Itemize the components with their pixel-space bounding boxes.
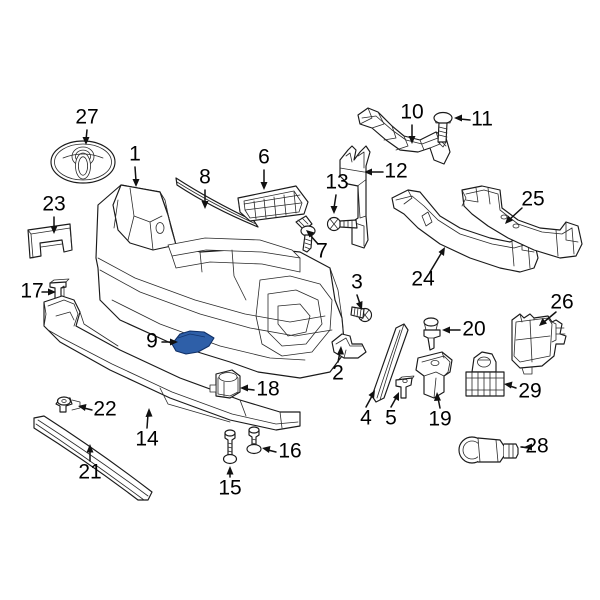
part-bumper-cover-trim-retainer-highlighted: [171, 330, 215, 355]
part-front-bumper-cover: [95, 184, 346, 379]
callout-3[interactable]: 3: [351, 271, 363, 294]
part-bolt-15: [222, 429, 238, 465]
callout-24[interactable]: 24: [411, 268, 435, 291]
callout-23[interactable]: 23: [42, 193, 65, 216]
part-sensor-retainer-ring: [465, 351, 505, 397]
part-toyota-emblem: [50, 140, 116, 184]
part-bolt-11: [433, 111, 453, 148]
part-bracket-23: [27, 223, 73, 259]
part-air-duct-upper: [357, 107, 451, 165]
callout-4[interactable]: 4: [360, 407, 372, 430]
callout-12[interactable]: 12: [384, 160, 407, 183]
part-bracket-19: [415, 351, 453, 399]
part-push-pin-20: [423, 317, 441, 351]
callout-7[interactable]: 7: [316, 240, 328, 263]
callout-6[interactable]: 6: [258, 146, 270, 169]
callout-16[interactable]: 16: [278, 440, 301, 463]
part-clip-22: [55, 396, 81, 413]
part-molding-strip-curved: [371, 323, 409, 403]
callout-26[interactable]: 26: [550, 291, 573, 314]
part-screw-bolt-13: [326, 216, 358, 232]
callout-18[interactable]: 18: [256, 378, 279, 401]
callout-21[interactable]: 21: [78, 461, 101, 484]
callout-1[interactable]: 1: [129, 143, 141, 166]
part-sensor-control-module: [511, 313, 567, 375]
part-bolt-16: [246, 426, 262, 455]
part-lower-valance-spoiler: [43, 295, 301, 431]
part-retainer-clip-5: [395, 375, 415, 399]
callout-25[interactable]: 25: [521, 188, 544, 211]
callout-27[interactable]: 27: [75, 106, 98, 129]
callout-20[interactable]: 20: [462, 318, 485, 341]
part-support-bracket-vertical: [339, 145, 371, 249]
part-clip-17: [49, 278, 70, 300]
callout-5[interactable]: 5: [385, 407, 397, 430]
part-lower-trim-molding: [33, 415, 153, 501]
callout-9[interactable]: 9: [146, 330, 158, 353]
leader-lines: [41, 114, 557, 478]
callout-15[interactable]: 15: [218, 477, 241, 500]
callout-number-labels: 27 1 23 17 8 6 7 9 10 11 12 13 25 24 3 2…: [20, 101, 573, 500]
callout-8[interactable]: 8: [199, 166, 211, 189]
part-retainer-18: [209, 369, 241, 399]
part-grille-mesh-insert: [237, 185, 309, 222]
callout-28[interactable]: 28: [525, 435, 548, 458]
callout-19[interactable]: 19: [428, 408, 451, 431]
callout-29[interactable]: 29: [518, 380, 541, 403]
part-parking-sensor: [458, 436, 519, 464]
callout-11[interactable]: 11: [471, 108, 493, 131]
callout-17[interactable]: 17: [20, 280, 43, 303]
callout-14[interactable]: 14: [135, 428, 159, 451]
part-upper-seal-strip: [175, 177, 259, 228]
callout-10[interactable]: 10: [400, 101, 423, 124]
callout-2[interactable]: 2: [332, 362, 344, 385]
callout-13[interactable]: 13: [325, 171, 348, 194]
part-screw-bolt-3: [350, 306, 373, 323]
callout-22[interactable]: 22: [93, 398, 116, 421]
